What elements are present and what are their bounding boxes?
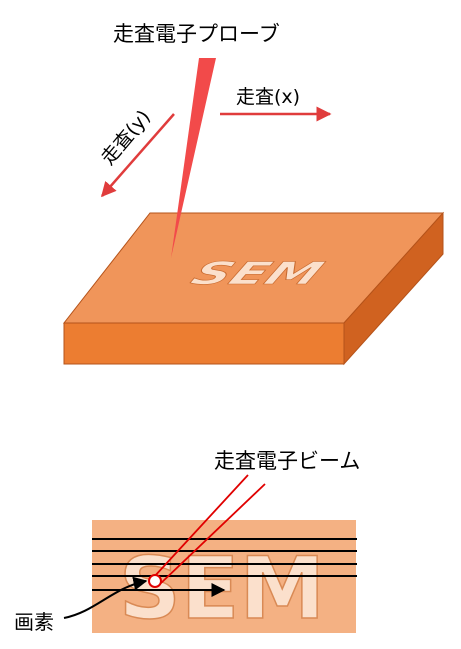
scan-x-label: 走査(x)	[236, 86, 300, 108]
slab-side-face	[343, 211, 444, 366]
slab-sem-text: SEM	[184, 255, 330, 292]
scan-lines	[92, 538, 357, 597]
electron-beam	[152, 474, 266, 585]
pixel-label: 画素	[14, 610, 54, 634]
beam-label: 走査電子ビーム	[214, 449, 360, 473]
probe-label: 走査電子プローブ	[113, 22, 280, 46]
electron-probe	[171, 58, 216, 258]
scan-y-arrow	[101, 113, 175, 198]
sample-view: SEM	[92, 520, 356, 640]
scan-y-label: 走査(y)	[97, 106, 155, 169]
pixel-callout-arrow	[63, 576, 148, 619]
slab-front-face	[63, 322, 345, 365]
pixel-marker	[148, 574, 162, 588]
specimen-slab: SEM	[62, 211, 445, 366]
